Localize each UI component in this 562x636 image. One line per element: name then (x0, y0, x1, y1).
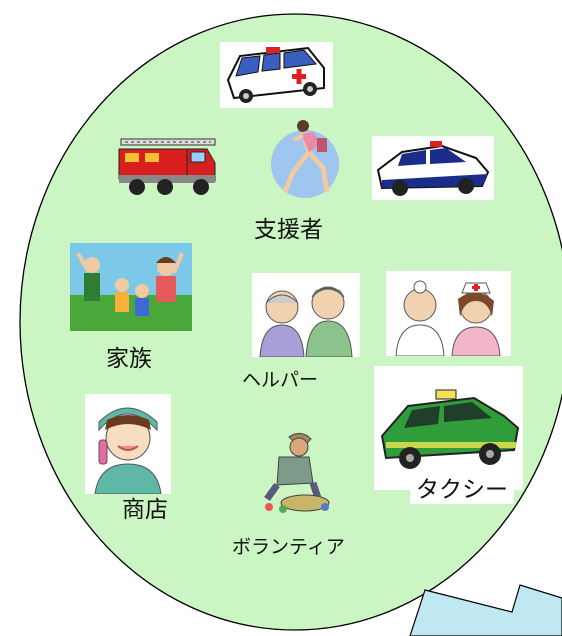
label-family: 家族 (106, 346, 152, 372)
volunteer-gardener-icon (249, 427, 339, 515)
shopkeeper-phone-icon (85, 394, 171, 494)
label-helper: ヘルパー (242, 369, 319, 391)
runner-icon (263, 118, 348, 198)
doctor-nurse-icon (386, 271, 511, 356)
label-supporter: 支援者 (254, 217, 323, 243)
label-shop: 商店 (122, 497, 168, 523)
label-volunteer: ボランティア (232, 536, 345, 558)
taxi-icon (374, 366, 523, 490)
ambulance-icon (220, 42, 333, 108)
label-taxi: タクシー (410, 470, 514, 504)
arrow-shape (409, 584, 562, 636)
police-car-icon (372, 136, 494, 200)
fire-truck-icon (115, 135, 220, 197)
elderly-helper-icon (252, 273, 360, 357)
family-icon (70, 243, 192, 331)
